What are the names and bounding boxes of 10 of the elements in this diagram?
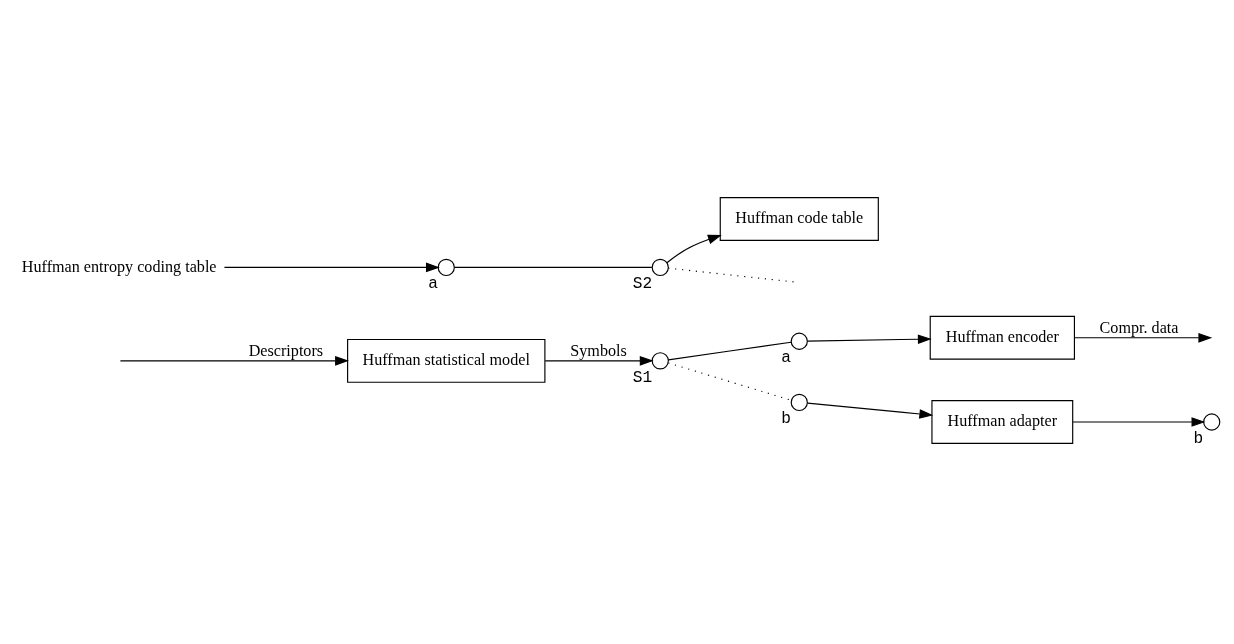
edge-label: Compr. data	[1099, 318, 1179, 336]
node-label: a	[781, 348, 791, 367]
node-label: b	[781, 409, 791, 428]
node-label: a	[428, 274, 438, 293]
node-text: Huffman entropy coding table	[21, 257, 217, 275]
node-label: S2	[632, 274, 653, 293]
node-label: S1	[632, 368, 653, 387]
edge-label: Symbols	[570, 341, 627, 359]
node-label: b	[1193, 429, 1204, 448]
edge-label: Descriptors	[248, 341, 324, 359]
